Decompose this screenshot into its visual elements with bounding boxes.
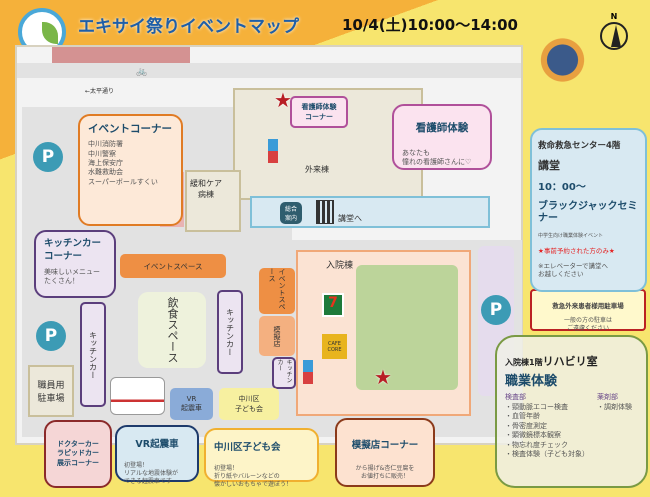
nurse-title: 看護師体験 [415, 122, 469, 135]
outpatient-label: 外来棟 [305, 165, 329, 174]
event-corner-title: イベントコーナー [88, 123, 172, 135]
kids-body: 初登場！ 折り紙やバルーンなどの 懐かしいおもちゃで遊ぼう！ [214, 465, 293, 489]
mascot-illustration [525, 28, 600, 108]
lab-item: ・物忘れ度チェック [505, 440, 568, 449]
road-label: ←太平通り [85, 88, 115, 95]
doctor-car-title: ドクターカー ラピッドカー 展示コーナー [57, 439, 99, 467]
rehab-lists: 検査部 ・頸動脈エコー検査 ・血管年齢 ・骨密度測定 ・顕微鏡標本観察 ・物忘れ… [505, 393, 638, 459]
compass-icon: N [597, 12, 631, 62]
event-space: イベントスペース [120, 254, 226, 278]
seven-eleven-icon: 7 [322, 293, 344, 317]
event-datetime: 10/4(土)10:00～14:00 [342, 16, 518, 34]
seminar-sub: 中学生向け職業体験イベント [538, 233, 604, 240]
star-icon-nurse: ★ [274, 88, 292, 112]
lab-title: 検査部 [505, 393, 526, 402]
event-item: 水難救助会 [88, 168, 123, 177]
compass-label: N [610, 12, 618, 21]
rehab-place: 入院棟1階 [505, 358, 543, 367]
elevator-icon [316, 200, 334, 224]
road [17, 63, 521, 78]
lab-item: ・頸動脈エコー検査 [505, 402, 568, 411]
doctor-car-callout: ドクターカー ラピッドカー 展示コーナー [44, 420, 112, 488]
rehab-callout: 入院棟1階リハビリ室 職業体験 検査部 ・頸動脈エコー検査 ・血管年齢 ・骨密度… [495, 335, 648, 488]
to-lecture-label: 講堂へ [338, 214, 362, 223]
mock-body: から揚げ&杏仁豆腐を お値打ちに販売！ [355, 465, 415, 481]
seminar-time: 10：00～ [538, 181, 586, 193]
vr-body: 初登場！ リアルな地震体験が できる起震車です [124, 462, 178, 486]
kitchen-title: キッチンカーコーナー [44, 238, 102, 262]
event-item: スーパーボールすくい [88, 177, 158, 186]
kitchen-callout: キッチンカーコーナー 美味しいメニューたくさん！ [34, 230, 116, 298]
rehab-area [356, 265, 458, 390]
kitchen-car-3: キッチンカー [272, 357, 296, 389]
event-corner-callout: イベントコーナー 中川消防署 中川警察 海上保安庁 水難救助会 スーパーボールす… [78, 114, 183, 226]
star-icon-rehab: ★ [374, 365, 392, 389]
lab-item: ・血管年齢 [505, 412, 540, 421]
seminar-title: ブラックジャックセミナー [538, 201, 638, 224]
parking-icon-3: P [481, 295, 511, 325]
vr-car-spot: VR 起震車 [170, 388, 213, 420]
bicycle-icon: 🚲 [136, 67, 148, 77]
restroom-icon [268, 139, 278, 163]
parking-icon-1: P [33, 142, 63, 172]
inpatient-label: 入院棟 [326, 261, 354, 271]
mock-store: 模擬店 [259, 316, 295, 356]
kitchen-body: 美味しいメニューたくさん！ [44, 267, 100, 286]
er-parking-callout: 救急外来患者様用駐車場 一般の方の駐車は ご遠慮ください [530, 289, 646, 332]
rehab-room: リハビリ室 [542, 355, 598, 368]
nurse-corner-label: 看護師体験 コーナー [290, 96, 348, 128]
vr-callout: VR起震車 初登場！ リアルな地震体験が できる起震車です [115, 425, 199, 485]
pharm-list: 薬剤部 ・調剤体験 [597, 393, 632, 459]
palliative-building [185, 170, 241, 232]
dining-space: 飲食スペース [138, 292, 206, 368]
event-item: 中川警察 [88, 149, 116, 158]
staff-parking: 職員用 駐車場 [28, 365, 74, 417]
event-space-vertical: イベントスペース [259, 268, 295, 314]
palliative-label: 緩和ケア 病棟 [190, 179, 222, 199]
pink-strip [52, 47, 190, 63]
mock-title: 模擬店コーナー [351, 440, 419, 452]
seminar-callout: 救命救急センター4階 講堂 10：00～ ブラックジャックセミナー 中学生向け職… [530, 128, 647, 293]
kids-callout: 中川区子ども会 初登場！ 折り紙やバルーンなどの 懐かしいおもちゃで遊ぼう！ [204, 428, 319, 488]
nurse-body: あなたも 憧れの看護師さんに♡ [402, 149, 472, 167]
lab-item: ・骨密度測定 [505, 421, 547, 430]
ambulance-illustration [110, 377, 165, 415]
restroom-icon-2 [303, 360, 313, 384]
rehab-title: 職業体験 [505, 373, 558, 389]
seminar-reserve: ★事前予約された方のみ★ [538, 246, 615, 255]
pharm-item: ・調剤体験 [597, 402, 632, 411]
seminar-room: 講堂 [538, 158, 560, 172]
kitchen-car-1: キッチンカー [80, 302, 106, 407]
event-item: 海上保安庁 [88, 159, 123, 168]
pharm-title: 薬剤部 [597, 393, 618, 402]
parking-icon-2: P [36, 321, 66, 351]
er-parking-body: 一般の方の駐車は ご遠慮ください [563, 317, 612, 332]
event-item: 中川消防署 [88, 140, 123, 149]
cafe-core: CAFE CORE [322, 334, 347, 359]
info-desk: 総合 案内 [280, 202, 302, 224]
mock-store-callout: 模擬店コーナー から揚げ&杏仁豆腐を お値打ちに販売！ [335, 418, 435, 487]
kids-title: 中川区子ども会 [214, 442, 281, 454]
page-title: エキサイ祭りイベントマップ [78, 17, 299, 37]
lab-item: ・検査体験（子ども対象） [505, 450, 589, 459]
vr-title: VR起震車 [135, 439, 179, 451]
seminar-note: ※エレベーターで講堂へ お越しください [538, 262, 609, 278]
seminar-place: 救命救急センター4階 [538, 141, 621, 152]
rehab-heading: 入院棟1階リハビリ室 [505, 355, 638, 370]
kids-spot: 中川区 子ども会 [219, 388, 279, 420]
er-parking-title: 救急外来患者様用駐車場 [552, 301, 624, 310]
lab-item: ・顕微鏡標本観察 [505, 431, 561, 440]
kitchen-car-2: キッチンカー [217, 290, 243, 374]
nurse-callout: 看護師体験 あなたも 憧れの看護師さんに♡ [392, 104, 492, 170]
lab-list: 検査部 ・頸動脈エコー検査 ・血管年齢 ・骨密度測定 ・顕微鏡標本観察 ・物忘れ… [505, 393, 589, 459]
